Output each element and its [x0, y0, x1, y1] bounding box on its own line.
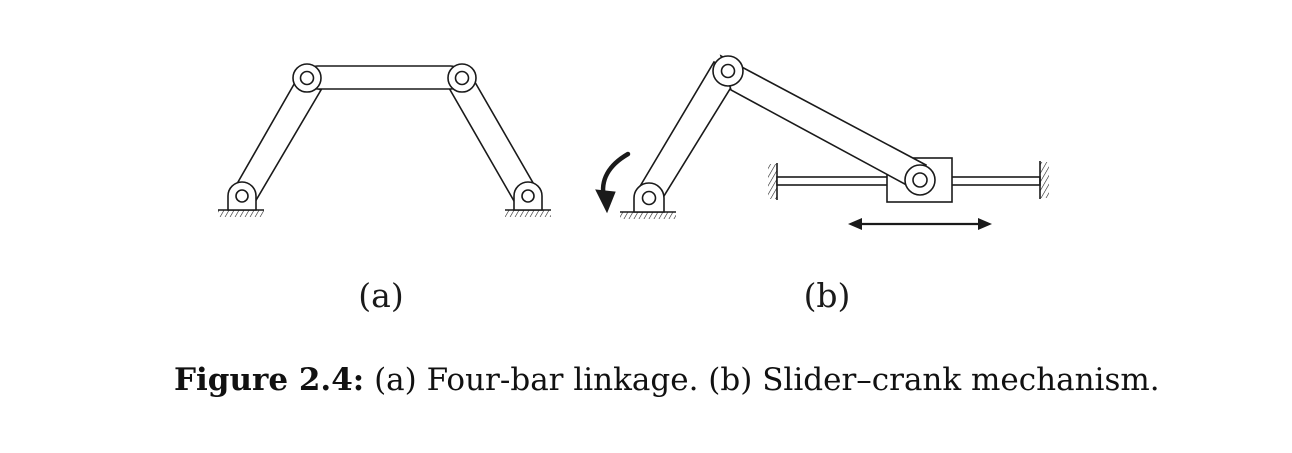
slider-crank-diagram [595, 54, 1049, 230]
ground-crank [620, 211, 676, 219]
rotation-arrowhead [595, 189, 616, 214]
ground-right [505, 209, 551, 217]
panel-b-label: (b) [803, 276, 851, 315]
pivot-hole-right [521, 189, 535, 203]
slider-motion-arrowhead-left [848, 218, 862, 230]
joint-crank-rod-pin [720, 63, 736, 79]
figure-caption: Figure 2.4: (a) Four-bar linkage. (b) Sl… [174, 362, 1160, 398]
four-bar-linkage-diagram [218, 63, 551, 217]
caption-lead: Figure 2.4: [174, 362, 365, 398]
joint-top-right-pin [454, 70, 470, 86]
pivot-hole-crank [641, 190, 657, 206]
ground-left [218, 209, 264, 217]
joint-rod-slider-pin [912, 172, 928, 188]
joint-top-left-pin [299, 70, 315, 86]
panel-a-label: (a) [358, 276, 404, 315]
slider-motion-arrowhead-right [978, 218, 992, 230]
pivot-hole-left [235, 189, 249, 203]
caption-text: (a) Four-bar linkage. (b) Slider–crank m… [364, 362, 1160, 398]
coupler-link [305, 65, 463, 90]
connecting-rod [719, 54, 928, 191]
